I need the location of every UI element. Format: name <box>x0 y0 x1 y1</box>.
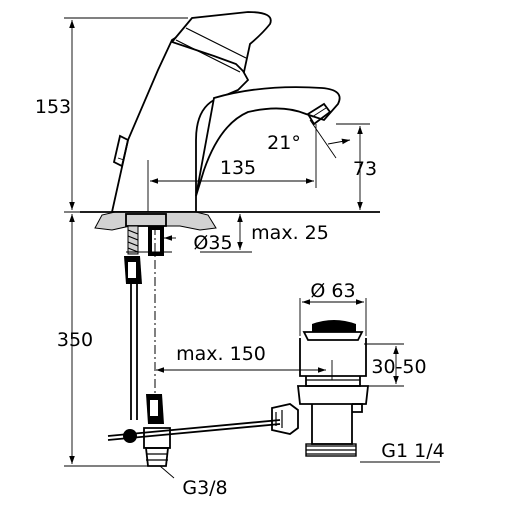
dim-max-offset: max. 150 <box>156 343 333 380</box>
faucet-body <box>110 11 341 213</box>
thread-drain-label: G1 1/4 <box>381 440 444 462</box>
drain-diameter-label: Ø 63 <box>310 280 355 302</box>
angle-label: 21° <box>267 132 301 154</box>
max-offset-label: max. 150 <box>176 343 266 365</box>
dim-thread-drain: G1 1/4 <box>360 440 445 463</box>
spout <box>195 86 341 197</box>
height-spout-label: 73 <box>353 158 377 180</box>
dim-hole-diameter: Ø35 <box>126 232 233 254</box>
dim-max-thickness: max. 25 <box>200 214 329 253</box>
hole-diameter-label: Ø35 <box>193 232 232 254</box>
dim-thread-inlet: G3/8 <box>159 465 228 499</box>
dim-angle: 21° <box>267 119 351 159</box>
countertop <box>80 211 380 231</box>
drain-linkage <box>107 394 281 467</box>
dim-drain-diameter: Ø 63 <box>299 280 367 336</box>
thread-inlet-label: G3/8 <box>182 477 227 499</box>
mounting-shank <box>124 213 167 420</box>
lever-handle <box>170 11 272 74</box>
max-thickness-label: max. 25 <box>251 222 329 244</box>
dim-reach: 135 <box>147 124 317 212</box>
height-total-label: 153 <box>35 96 71 118</box>
dim-height-spout: 73 <box>336 123 377 210</box>
aerator <box>306 102 332 126</box>
dim-height-total: 153 <box>35 17 188 213</box>
popup-drain <box>271 320 370 457</box>
reach-label: 135 <box>220 157 256 179</box>
stroke-range-label: 30-50 <box>371 356 426 378</box>
dim-stroke-range: 30-50 <box>364 343 427 387</box>
pipe-length-label: 350 <box>57 329 93 351</box>
dim-pipe-length: 350 <box>57 214 150 467</box>
lift-rod-knob <box>112 134 130 168</box>
